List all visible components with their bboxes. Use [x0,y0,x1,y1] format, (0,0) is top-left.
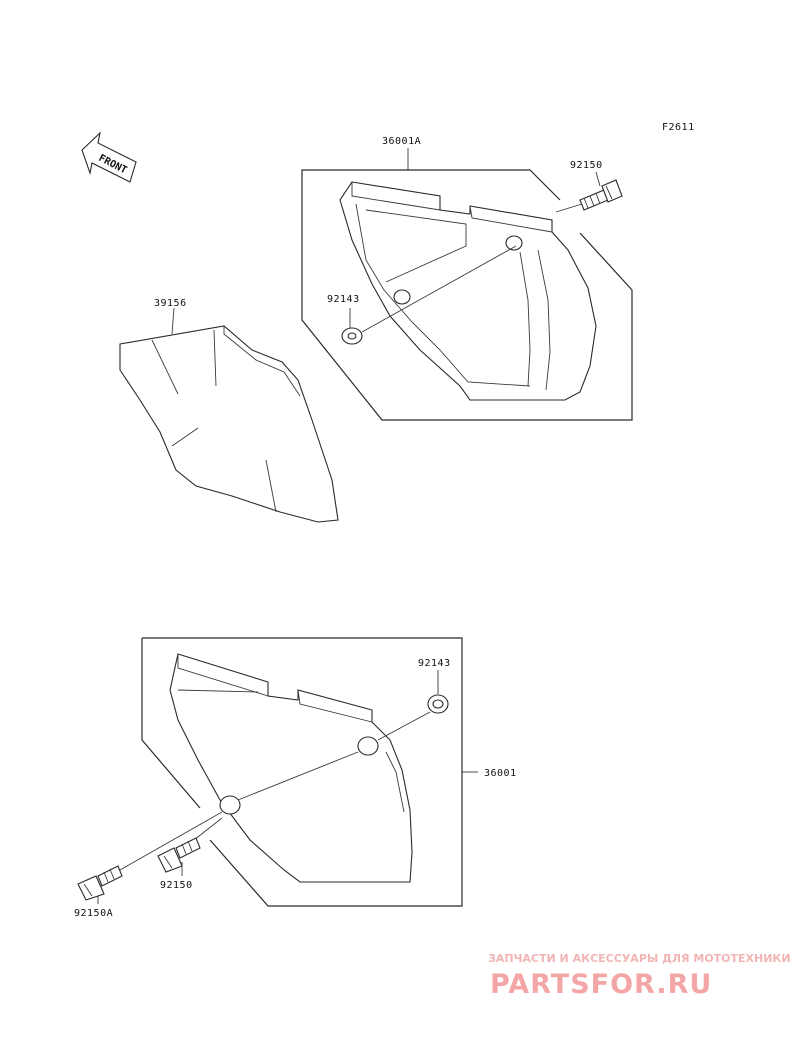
watermark-tagline: ЗАПЧАСТИ И АКСЕССУАРЫ ДЛЯ МОТОТЕХНИКИ [488,952,791,965]
label-92150-bottom: 92150 [160,880,193,891]
figure-code: F2611 [662,122,695,133]
pad-part [119,325,339,523]
label-92150a: 92150A [74,908,113,919]
bolt-bottom-part [157,837,201,873]
grommet-top-part [341,327,363,345]
watermark: ЗАПЧАСТИ И АКСЕССУАРЫ ДЛЯ МОТОТЕХНИКИ PA… [488,952,791,1000]
grommet-bottom-part [427,694,449,714]
front-arrow-icon: FRONT [81,131,137,183]
bolt-top-part [579,179,623,211]
cover-right-assembly [77,637,478,907]
label-92143-top: 92143 [327,294,360,305]
label-36001a: 36001A [382,136,421,147]
side-cover-right-part [169,653,413,883]
watermark-logo: PARTSFOR.RU [490,969,712,1000]
bolt-bottom-alt-part [77,865,123,901]
label-92143-bottom: 92143 [418,658,451,669]
side-cover-left-part [339,181,597,401]
label-39156: 39156 [154,298,187,309]
label-92150-top: 92150 [570,160,603,171]
cover-left-assembly [301,148,633,421]
label-36001: 36001 [484,768,517,779]
